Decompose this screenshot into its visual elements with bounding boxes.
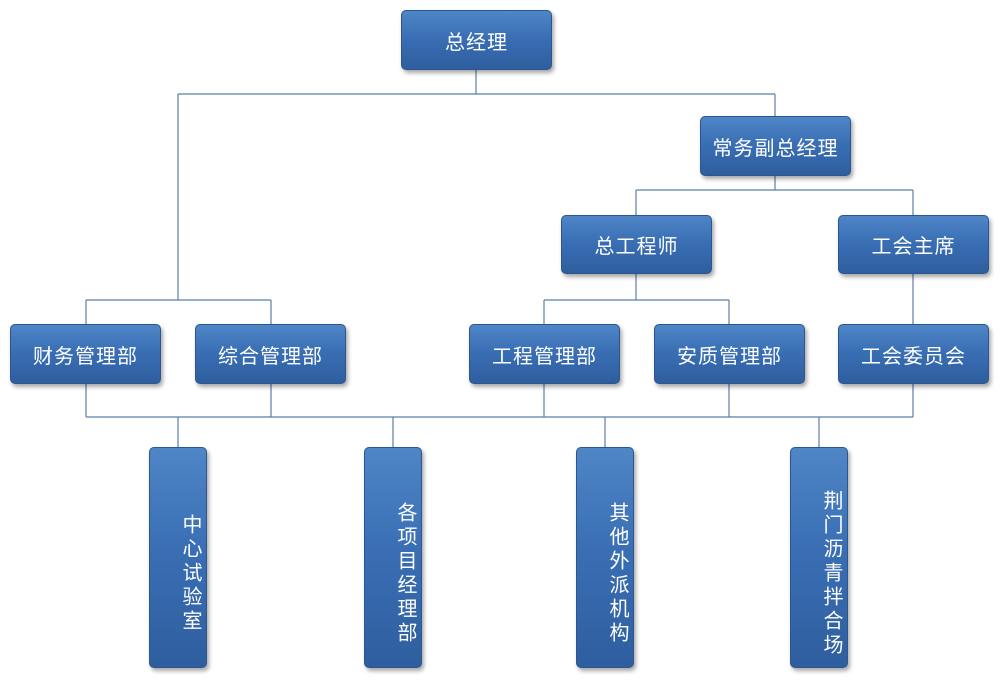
executive-vice-gm-node: 常务副总经理 [700, 116, 851, 176]
general-manager-node: 总经理 [401, 10, 552, 70]
project-depts-node: 各项目经理部 [364, 447, 422, 668]
general-admin-dept-node: 综合管理部 [195, 324, 346, 384]
union-chair-node: 工会主席 [838, 215, 989, 274]
finance-dept-node: 财务管理部 [10, 324, 161, 384]
engineering-dept-node: 工程管理部 [469, 324, 620, 384]
central-lab-node: 中心试验室 [149, 447, 207, 668]
other-branches-node: 其他外派机构 [576, 447, 634, 668]
asphalt-plant-node: 荆门沥青拌合场 [790, 447, 848, 668]
safety-quality-dept-node: 安质管理部 [654, 324, 805, 384]
chief-engineer-node: 总工程师 [561, 215, 712, 274]
union-committee-node: 工会委员会 [838, 324, 989, 384]
